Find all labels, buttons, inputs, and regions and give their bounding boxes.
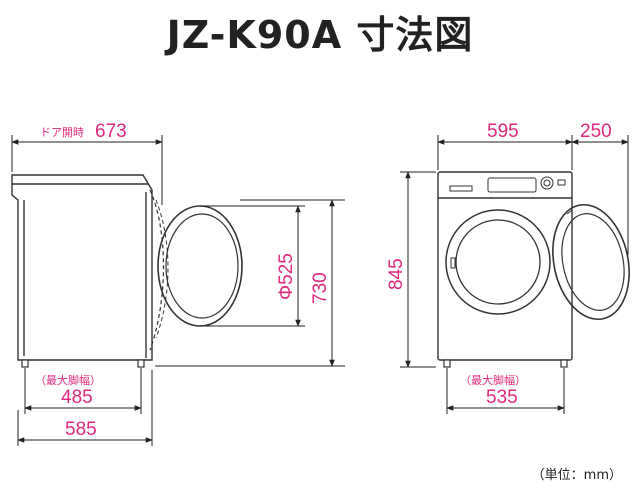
front-width-value: 595 — [487, 121, 519, 142]
side-max-foot-label: （最大脚幅） — [35, 373, 101, 387]
door-height-value: 730 — [310, 272, 331, 304]
side-feet — [21, 359, 145, 368]
side-max-foot-value: 485 — [61, 387, 93, 408]
page-title: JZ-K90A 寸法図 — [166, 13, 474, 57]
front-height-value: 845 — [386, 258, 407, 290]
door-open-label: ドア開時 — [40, 126, 84, 139]
front-body-outline — [437, 171, 573, 361]
door-swing-arc — [149, 189, 165, 351]
unit-note: （単位：mm） — [531, 468, 622, 483]
side-view: ドア開時 673 Φ525 730 （最大脚幅） 485 585 — [11, 121, 345, 446]
side-depth-value: 585 — [65, 419, 97, 440]
door-swing-arc-inner — [155, 199, 169, 339]
front-drum — [445, 209, 551, 315]
front-view: 595 250 845 （最大脚幅） 535 — [386, 121, 630, 414]
front-max-foot-value: 535 — [486, 387, 518, 408]
front-door-swing-value: 250 — [580, 121, 612, 142]
front-feet — [443, 359, 568, 368]
door-diameter-value: Φ525 — [276, 253, 297, 300]
front-open-door — [552, 203, 630, 321]
door-open-value: 673 — [95, 121, 127, 142]
side-body-outline — [11, 174, 153, 361]
side-open-door — [157, 205, 243, 327]
front-max-foot-label: （最大脚幅） — [460, 373, 526, 387]
control-panel — [449, 176, 566, 193]
